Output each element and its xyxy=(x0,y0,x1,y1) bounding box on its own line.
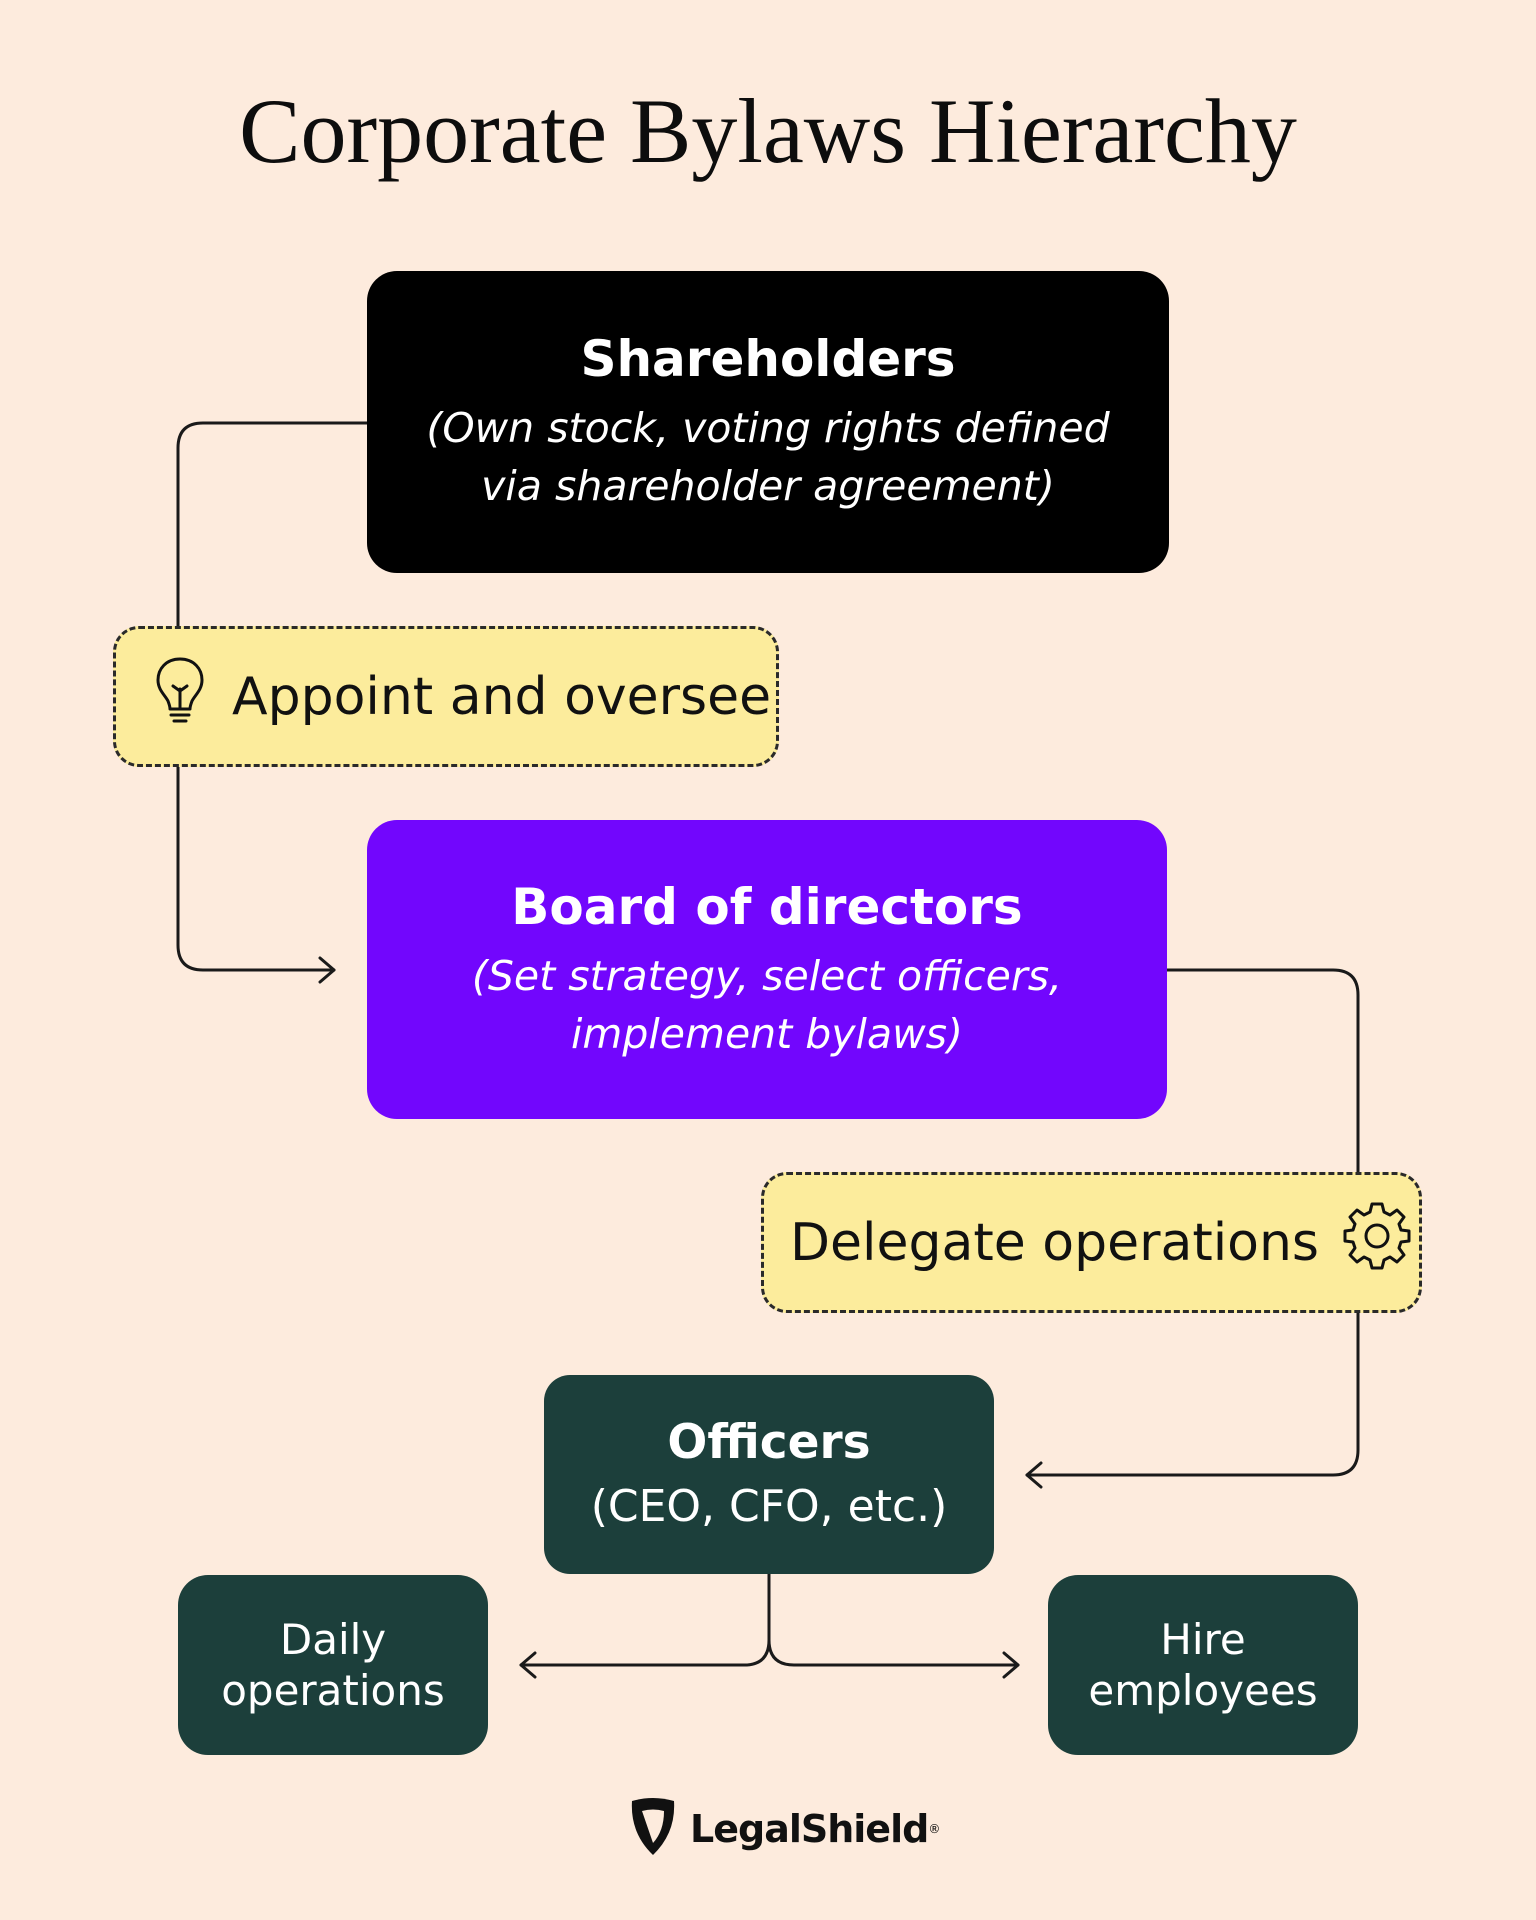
connector-shareholders-to-appoint xyxy=(176,421,369,628)
delegate-operations-label: Delegate operations xyxy=(761,1172,1422,1313)
daily-operations-text: Daily operations xyxy=(221,1615,445,1715)
arrowhead-board xyxy=(318,956,336,984)
shareholders-node: Shareholders (Own stock, voting rights d… xyxy=(367,271,1169,573)
arrowhead-hire xyxy=(1002,1651,1020,1679)
shield-icon xyxy=(628,1797,678,1861)
connector-board-to-delegate xyxy=(1165,968,1360,1174)
gear-icon xyxy=(1341,1200,1413,1285)
officers-title: Officers xyxy=(667,1414,871,1470)
arrowhead-daily xyxy=(519,1651,537,1679)
connector-officers-to-hire xyxy=(767,1638,1020,1667)
hire-employees-node: Hire employees xyxy=(1048,1575,1358,1755)
delegate-label-text: Delegate operations xyxy=(790,1212,1320,1273)
board-title: Board of directors xyxy=(511,877,1023,936)
daily-operations-node: Daily operations xyxy=(178,1575,488,1755)
legalshield-logo: LegalShield® xyxy=(628,1798,940,1860)
shareholders-description: (Own stock, voting rights defined via sh… xyxy=(426,404,1110,510)
officers-description: (CEO, CFO, etc.) xyxy=(590,1480,948,1532)
lightbulb-icon xyxy=(152,653,208,740)
connector-delegate-to-officers xyxy=(1025,1311,1360,1477)
officers-node: Officers (CEO, CFO, etc.) xyxy=(544,1375,994,1574)
page-title: Corporate Bylaws Hierarchy xyxy=(239,80,1297,182)
shareholders-title: Shareholders xyxy=(580,330,956,388)
board-description: (Set strategy, select officers, implemen… xyxy=(471,951,1063,1058)
connector-officers-to-daily xyxy=(519,1572,771,1667)
hire-employees-text: Hire employees xyxy=(1088,1615,1318,1715)
board-of-directors-node: Board of directors (Set strategy, select… xyxy=(367,820,1167,1119)
appoint-label-text: Appoint and oversee xyxy=(232,666,772,727)
connector-appoint-to-board xyxy=(176,765,336,972)
appoint-and-oversee-label: Appoint and oversee xyxy=(113,626,779,767)
arrowhead-officers xyxy=(1025,1461,1043,1489)
logo-wordmark: LegalShield xyxy=(690,1807,929,1851)
registered-mark: ® xyxy=(928,1822,941,1836)
